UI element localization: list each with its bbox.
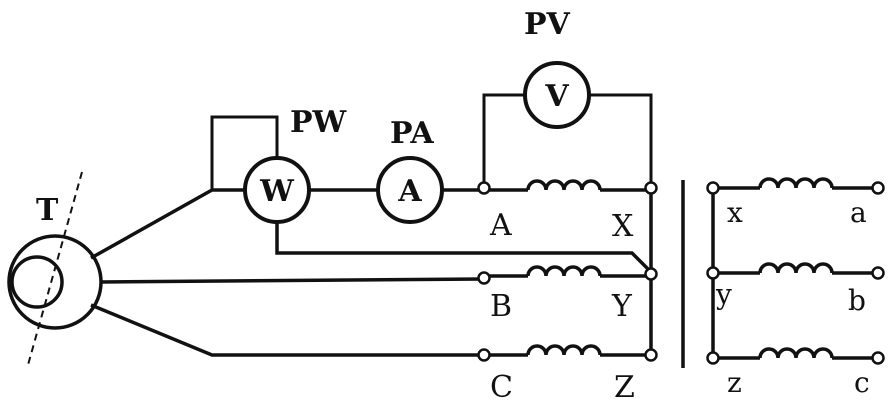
label-b: B xyxy=(490,289,512,324)
terminal-b-secondary xyxy=(871,266,885,280)
label-b-secondary: b xyxy=(848,284,866,317)
terminal-z xyxy=(644,348,658,362)
source-inner-circle xyxy=(10,255,64,309)
voltmeter-circle xyxy=(523,61,591,129)
secondary-a-coil xyxy=(758,177,834,189)
source-outer-circle xyxy=(7,234,103,330)
primary-winding-a xyxy=(484,179,651,192)
label-a-secondary: a xyxy=(850,196,867,229)
label-y-secondary: y xyxy=(715,278,732,311)
label-x: X xyxy=(612,209,634,244)
label-c-secondary: c xyxy=(854,366,870,399)
terminal-x-secondary xyxy=(706,181,720,195)
terminal-a-secondary xyxy=(871,181,885,195)
ammeter-symbol: A xyxy=(397,174,422,209)
terminal-y-secondary xyxy=(706,266,720,280)
wattmeter-label: PW xyxy=(290,105,348,140)
label-c: C xyxy=(490,370,513,405)
wattmeter-symbol: W xyxy=(259,174,295,209)
source-t: T xyxy=(7,171,103,366)
terminal-y xyxy=(644,267,658,281)
phase-c-wire xyxy=(90,303,484,357)
wattmeter: W PW xyxy=(243,105,348,224)
label-z-secondary: z xyxy=(727,366,742,399)
label-a: A xyxy=(489,208,512,243)
secondary-c-coil xyxy=(758,347,834,359)
ammeter: A PA xyxy=(376,116,444,224)
primary-winding-b xyxy=(484,265,651,278)
voltmeter: V PV xyxy=(523,7,591,129)
voltmeter-left-lead xyxy=(482,93,525,186)
source-dashed-line xyxy=(27,171,83,366)
primary-a-coil xyxy=(526,179,602,191)
phase-a-feed-wire xyxy=(90,188,244,260)
voltmeter-label: PV xyxy=(524,7,571,42)
primary-c-coil xyxy=(526,344,602,356)
ammeter-label: PA xyxy=(390,116,434,151)
terminal-c-secondary xyxy=(871,351,885,365)
terminal-c xyxy=(477,348,491,362)
ammeter-circle xyxy=(376,156,444,224)
label-y: Y xyxy=(611,289,633,324)
source-label: T xyxy=(36,193,59,228)
wattmeter-voltage-coil-loop xyxy=(210,115,279,190)
voltmeter-symbol: V xyxy=(544,79,569,114)
secondary-winding-b xyxy=(713,262,878,275)
label-x-secondary: x xyxy=(727,196,743,229)
voltmeter-right-lead xyxy=(589,93,653,186)
wattmeter-voltage-lead xyxy=(275,220,653,274)
terminal-z-secondary xyxy=(706,351,720,365)
phase-b-wire xyxy=(100,277,485,284)
secondary-winding-c xyxy=(713,347,878,360)
terminal-b xyxy=(477,271,491,285)
primary-winding-c xyxy=(484,344,651,357)
secondary-winding-a xyxy=(713,177,878,190)
terminal-x xyxy=(644,181,658,195)
wattmeter-circle xyxy=(243,156,311,224)
terminal-a xyxy=(477,181,491,195)
secondary-b-coil xyxy=(758,262,834,274)
label-z: Z xyxy=(614,370,635,405)
primary-b-coil xyxy=(526,265,602,277)
